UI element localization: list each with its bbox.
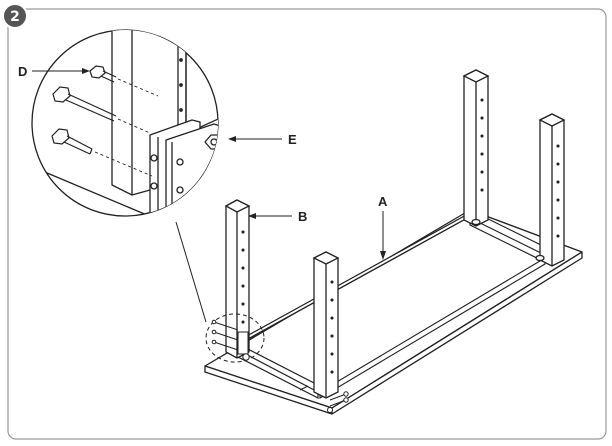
callout-a-label: A [378, 194, 388, 209]
leg-front-left-b [224, 199, 251, 359]
leg-back-left [462, 69, 490, 227]
callout-a: A [378, 194, 388, 260]
callout-d-label: D [18, 64, 27, 79]
step-frame [7, 8, 607, 440]
front-right-bolts [299, 385, 349, 413]
leg-back-right [535, 113, 566, 267]
callout-b-label: B [298, 209, 307, 224]
step-number: 2 [10, 9, 20, 25]
leg-front-right [312, 251, 340, 399]
callout-e-label: E [288, 132, 297, 147]
callout-d: D [18, 64, 90, 79]
callout-b: B [248, 209, 307, 224]
callout-e: E [228, 132, 297, 147]
detail-marker [175, 221, 265, 363]
front-rail [319, 257, 546, 399]
step-badge: 2 [2, 3, 28, 29]
